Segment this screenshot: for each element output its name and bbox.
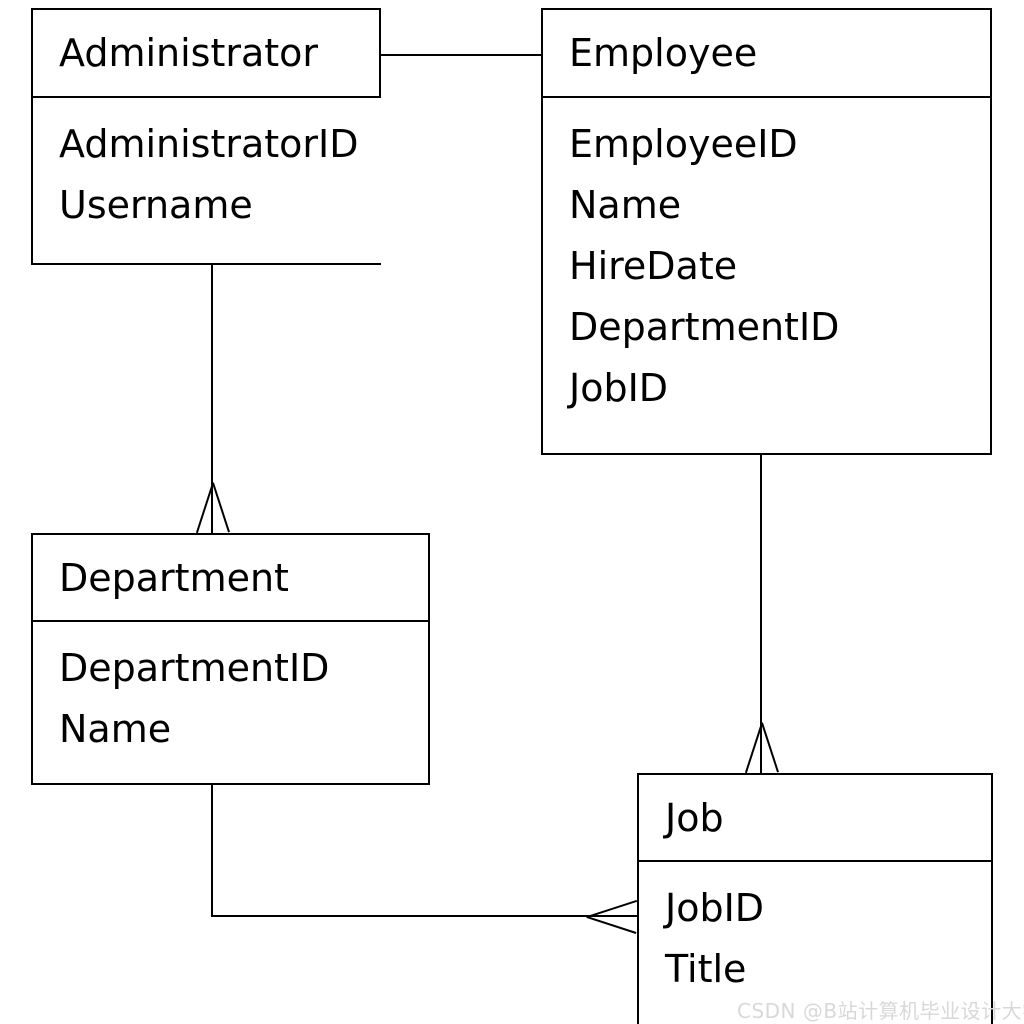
connector-employee-job [760, 455, 762, 775]
connector-administrator-employee [381, 54, 541, 56]
entity-administrator-header: Administrator [31, 8, 381, 98]
entity-administrator-attributes: AdministratorID Username [31, 98, 381, 265]
entity-department-title: Department [59, 555, 289, 600]
entity-employee-title: Employee [569, 31, 758, 75]
connector-department-job-vertical [211, 785, 213, 916]
entity-department-attributes: DepartmentID Name [31, 622, 430, 785]
entity-job-attributes: JobID Title [637, 862, 993, 1024]
entity-job-title: Job [665, 795, 724, 840]
entity-job[interactable]: Job JobID Title [637, 773, 993, 1024]
connector-administrator-department [211, 265, 213, 535]
attribute-row: JobID [569, 366, 669, 410]
entity-administrator[interactable]: Administrator AdministratorID Username [31, 8, 381, 265]
entity-job-header: Job [637, 773, 993, 862]
attribute-row: Username [59, 183, 253, 227]
attribute-row: Title [665, 947, 747, 991]
entity-employee[interactable]: Employee EmployeeID Name HireDate Depart… [541, 8, 992, 455]
entity-department-header: Department [31, 533, 430, 622]
entity-administrator-title: Administrator [59, 31, 319, 75]
csdn-watermark: CSDN @B站计算机毕业设计大学 [737, 999, 1024, 1023]
attribute-row: Name [59, 707, 172, 751]
entity-employee-header: Employee [541, 8, 992, 98]
attribute-row: HireDate [569, 244, 738, 288]
attribute-row: Name [569, 183, 682, 227]
connector-department-job-horizontal [211, 915, 639, 917]
entity-department[interactable]: Department DepartmentID Name [31, 533, 430, 785]
attribute-row: DepartmentID [569, 305, 840, 349]
attribute-row: EmployeeID [569, 122, 798, 166]
attribute-row: DepartmentID [59, 646, 330, 690]
entity-employee-attributes: EmployeeID Name HireDate DepartmentID Jo… [541, 98, 992, 455]
attribute-row: AdministratorID [59, 122, 359, 166]
attribute-row: JobID [665, 886, 765, 930]
